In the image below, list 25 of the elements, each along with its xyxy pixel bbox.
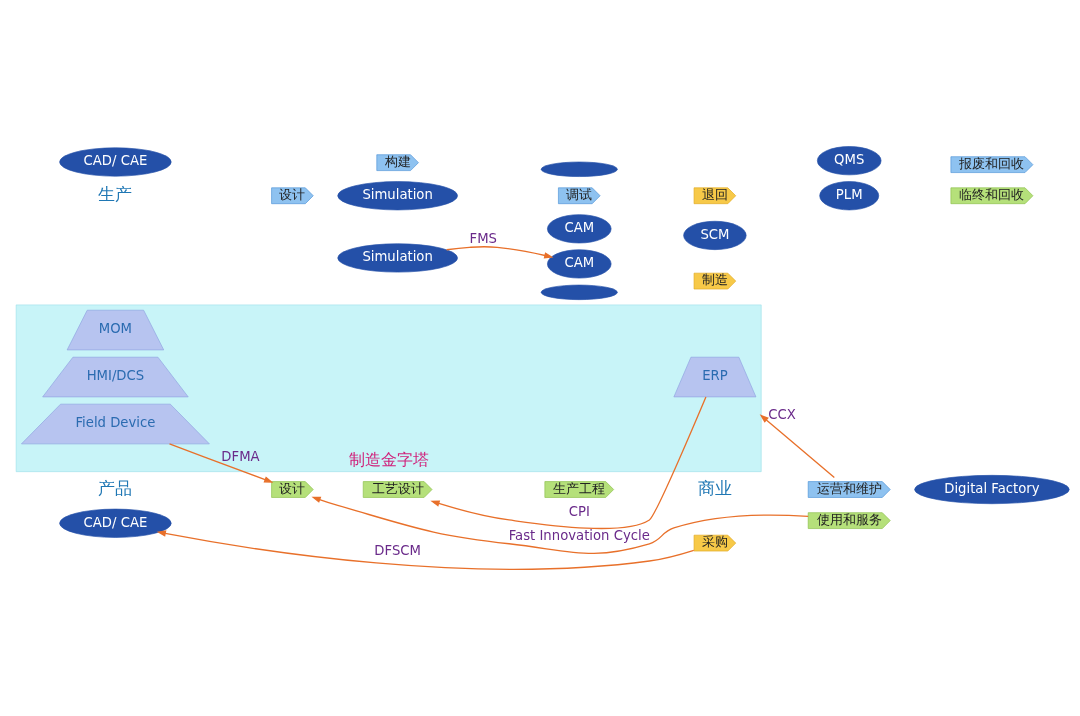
node-ellipse: Digital Factory bbox=[914, 475, 1070, 505]
edge-label: DFMA bbox=[221, 449, 260, 465]
arrow bbox=[759, 414, 835, 479]
arrow bbox=[430, 396, 707, 530]
node-ellipse: CAD/ CAE bbox=[59, 147, 172, 177]
edge-label: FMS bbox=[469, 230, 498, 246]
arrow bbox=[168, 443, 274, 483]
label: 商业 bbox=[697, 477, 732, 498]
label: 生产 bbox=[98, 183, 133, 204]
arrow bbox=[445, 245, 554, 259]
node-ellipse: SCM bbox=[683, 220, 747, 250]
edge-label: DFSCM bbox=[374, 543, 421, 559]
edge-label: CCX bbox=[768, 407, 796, 423]
node-ellipse: PLM bbox=[819, 181, 880, 211]
node-ellipse: CAM bbox=[547, 249, 612, 279]
node-ellipse: CAM bbox=[547, 214, 612, 244]
node-ellipse: Simulation bbox=[337, 181, 458, 211]
edge-label: Fast Innovation Cycle bbox=[508, 527, 650, 543]
arrow bbox=[156, 530, 695, 570]
label: 产品 bbox=[98, 477, 133, 498]
node-ellipse: QMS bbox=[817, 146, 882, 176]
node-ellipse: Simulation bbox=[337, 243, 458, 273]
node-ellipse bbox=[540, 161, 618, 177]
node-ellipse bbox=[540, 284, 618, 300]
edge-label: CPI bbox=[568, 503, 590, 519]
